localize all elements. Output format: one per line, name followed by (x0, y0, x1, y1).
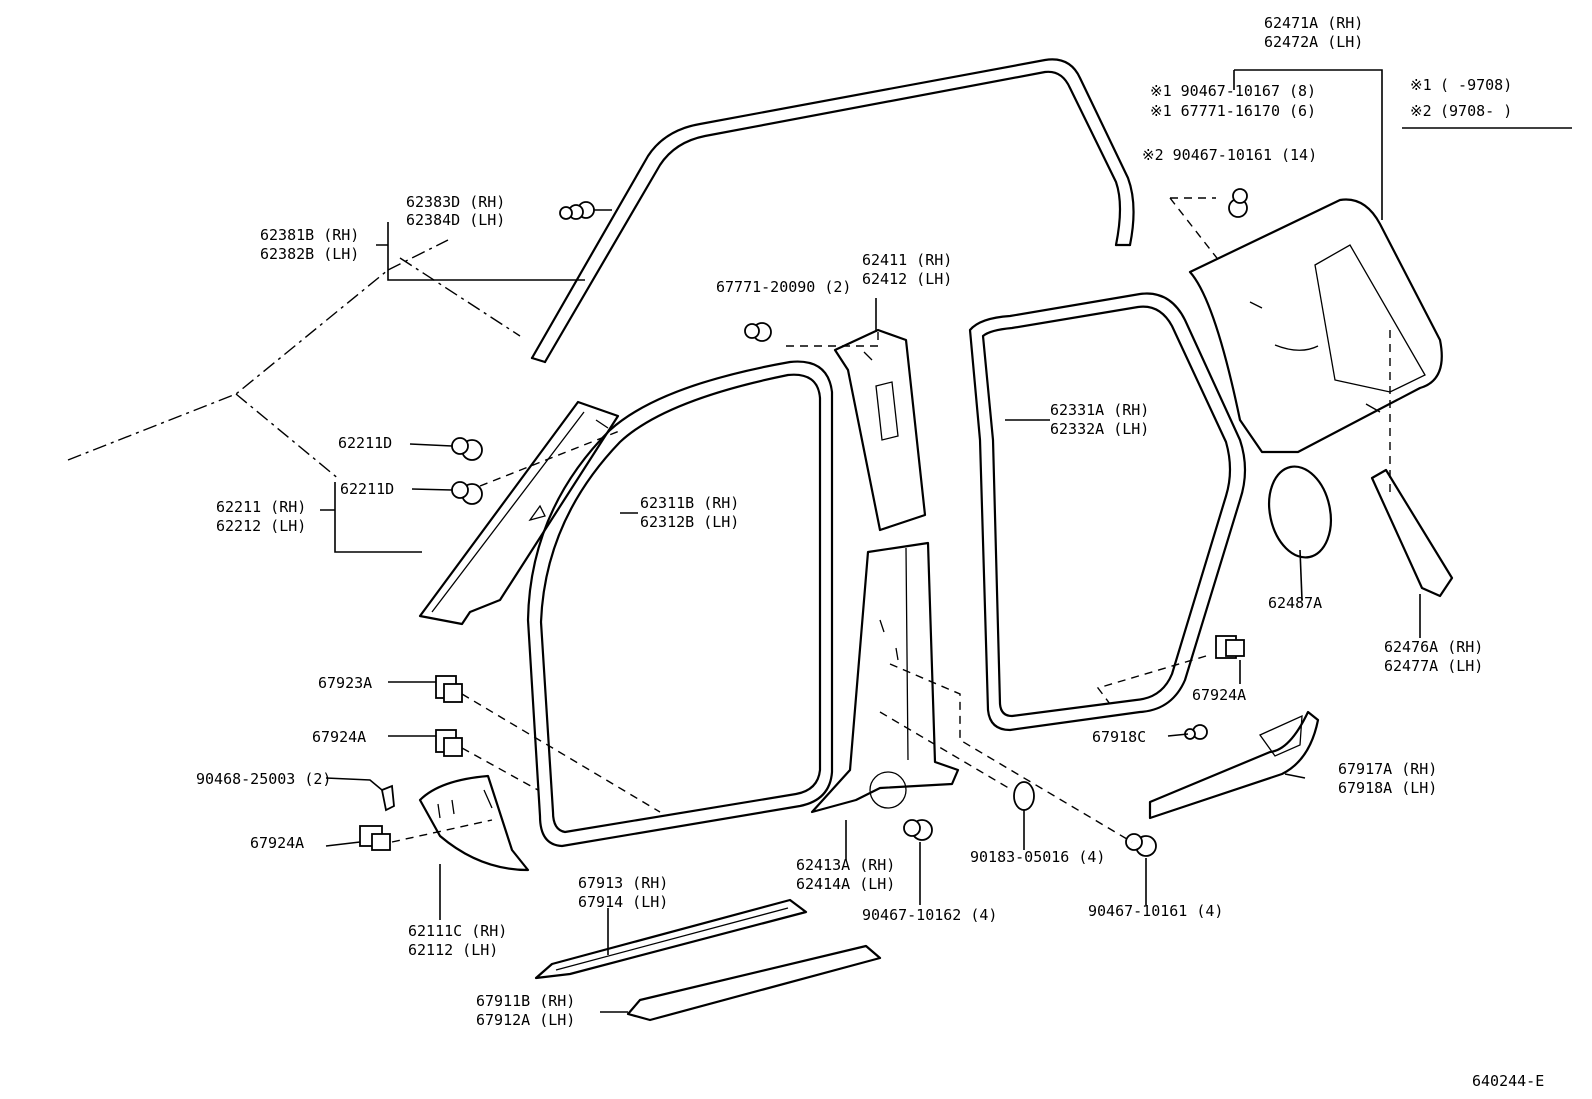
label-67923a: 67923A (318, 674, 372, 692)
clip-90467-10162 (903, 819, 933, 841)
clip-67924a-left (435, 729, 463, 757)
rear-scuff-plate-part (1148, 710, 1320, 820)
plug-90183-05016 (1013, 781, 1035, 811)
rear-scuff-lower-part (626, 944, 882, 1022)
label-90467-10162: 90467-10162 (4) (862, 906, 997, 924)
label-62487a: 62487A (1268, 594, 1322, 612)
label-62111c: 62111C (RH)62112 (LH) (408, 922, 507, 959)
leader-lines (320, 69, 1421, 1013)
label-62331a: 62331A (RH)62332A (LH) (1050, 401, 1149, 438)
center-pillar-upper-garnish-part (833, 328, 927, 532)
clip-62211d-upper (451, 437, 483, 461)
quarter-trim-panel-part (1188, 198, 1443, 454)
clip-90468-25003 (380, 784, 395, 812)
legend-range-1: ( -9708) (1440, 76, 1512, 94)
legend-mark-2: ※2 (1410, 102, 1432, 120)
label-62311b: 62311B (RH)62312B (LH) (640, 494, 739, 531)
clip-67924a-lower-left (359, 825, 391, 851)
label-67771-16170: ※1 67771-16170 (6) (1150, 102, 1316, 120)
label-67924a-right: 67924A (1192, 686, 1246, 704)
label-67924a-lower: 67924A (250, 834, 304, 852)
part-labels: 62471A (RH)62472A (LH) ※1 90467-10167 (8… (196, 14, 1483, 1029)
rear-door-weatherstrip-part (968, 292, 1247, 732)
label-62211d-lower: 62211D (340, 480, 394, 498)
label-62413a: 62413A (RH)62414A (LH) (796, 856, 895, 893)
clip-62211d-lower (451, 481, 483, 505)
drawing-code: 640244-E (1472, 1072, 1544, 1090)
quarter-garnish-strip-part (1370, 468, 1454, 598)
clip-67923a (435, 675, 463, 703)
front-scuff-plate-part (534, 898, 808, 980)
front-door-weatherstrip-part (526, 360, 834, 848)
clip-67924a-right (1215, 635, 1245, 659)
legend-range-2: (9708- ) (1440, 102, 1512, 120)
label-67771-20090: 67771-20090 (2) (716, 278, 851, 296)
clip-90467-10161-top (1228, 188, 1248, 218)
cowl-side-trim-part (418, 774, 530, 872)
label-90468-25003: 90468-25003 (2) (196, 770, 331, 788)
clip-67918c (1184, 724, 1208, 740)
legend-mark-1: ※1 (1410, 76, 1432, 94)
label-62471a: 62471A (RH)62472A (LH) (1264, 14, 1363, 51)
label-62211: 62211 (RH)62212 (LH) (216, 498, 306, 535)
label-67924a-upper: 67924A (312, 728, 366, 746)
center-pillar-lower-garnish-part (810, 541, 960, 814)
front-pillar-garnish-part (418, 400, 620, 626)
label-62381b: 62381B (RH)62382B (LH) (260, 226, 359, 263)
roof-weatherstrip-part (530, 58, 1135, 364)
label-67913: 67913 (RH)67914 (LH) (578, 874, 668, 911)
fastener-clips (359, 188, 1248, 857)
label-62211d-upper: 62211D (338, 434, 392, 452)
clip-67771-20090 (744, 322, 772, 342)
label-62411: 62411 (RH)62412 (LH) (862, 251, 952, 288)
label-90183-05016: 90183-05016 (4) (970, 848, 1105, 866)
label-62383d: 62383D (RH)62384D (LH) (406, 193, 505, 229)
label-62476a: 62476A (RH)62477A (LH) (1384, 638, 1483, 675)
label-67918c: 67918C (1092, 728, 1146, 746)
oval-plug-part (1268, 465, 1332, 559)
label-90467-10161-14: ※2 90467-10161 (14) (1142, 146, 1317, 164)
legend: ※1 ( -9708) ※2 (9708- ) (1402, 76, 1572, 129)
label-90467-10167: ※1 90467-10167 (8) (1150, 82, 1316, 100)
reference-lines (67, 197, 1391, 843)
clip-90467-10161-lower (1125, 833, 1157, 857)
label-67917a: 67917A (RH)67918A (LH) (1338, 760, 1437, 797)
label-67911b: 67911B (RH)67912A (LH) (476, 992, 575, 1029)
clip-62383d (559, 201, 595, 220)
label-90467-10161-4: 90467-10161 (4) (1088, 902, 1223, 920)
